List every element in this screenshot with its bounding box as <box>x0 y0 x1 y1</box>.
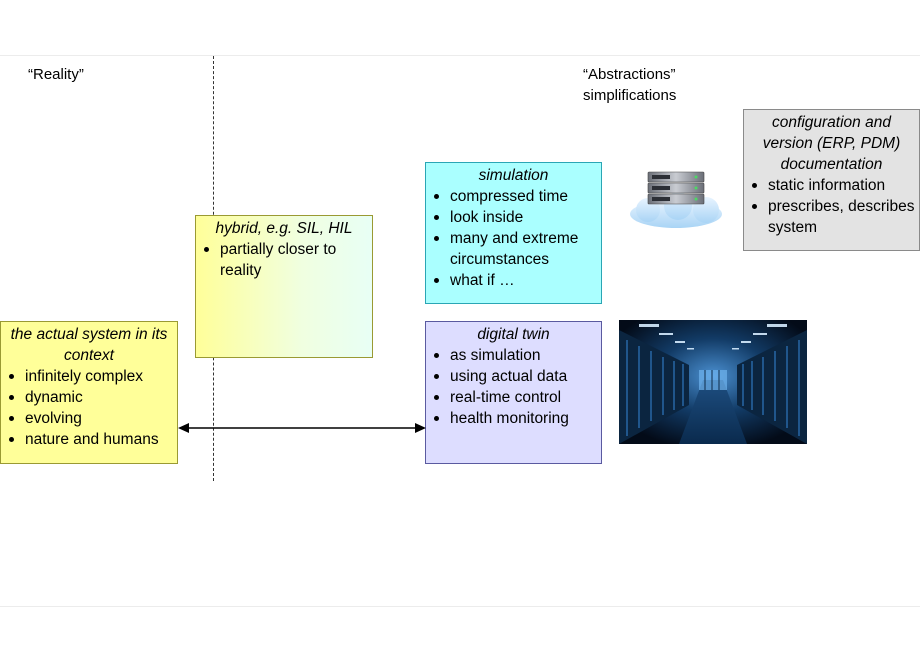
digital-twin-box: digital twin as simulation using actual … <box>425 321 602 464</box>
list-item: prescribes, describes system <box>748 196 915 238</box>
abstractions-subtitle: simplifications <box>583 87 677 104</box>
hybrid-box: hybrid, e.g. SIL, HIL partially closer t… <box>195 215 373 358</box>
list-item: look inside <box>430 207 597 228</box>
documentation-box: configuration and version (ERP, PDM) doc… <box>743 109 920 251</box>
list-item: many and extreme circumstances <box>430 228 597 270</box>
list-item: real-time control <box>430 387 597 408</box>
digital-twin-title: digital twin <box>477 326 550 343</box>
actual-system-title: the actual system in its context <box>10 326 168 364</box>
simulation-box: simulation compressed time look inside m… <box>425 162 602 304</box>
list-item: what if … <box>430 270 597 291</box>
actual-system-box: the actual system in its context infinit… <box>0 321 178 464</box>
list-item: partially closer to reality <box>200 239 368 281</box>
list-item: health monitoring <box>430 408 597 429</box>
documentation-title: configuration and version (ERP, PDM) doc… <box>762 114 901 173</box>
list-item: nature and humans <box>5 429 173 450</box>
datacenter-image <box>619 320 807 444</box>
list-item: as simulation <box>430 345 597 366</box>
list-item: evolving <box>5 408 173 429</box>
reality-label: “Reality” <box>28 66 84 83</box>
abstractions-label: “Abstractions” <box>583 66 676 83</box>
server-cloud-icon <box>630 171 722 228</box>
double-arrow-connector <box>178 423 426 433</box>
simulation-title: simulation <box>478 167 549 184</box>
list-item: infinitely complex <box>5 366 173 387</box>
list-item: static information <box>748 175 915 196</box>
list-item: dynamic <box>5 387 173 408</box>
hybrid-title: hybrid, e.g. SIL, HIL <box>215 220 353 237</box>
list-item: using actual data <box>430 366 597 387</box>
list-item: compressed time <box>430 186 597 207</box>
